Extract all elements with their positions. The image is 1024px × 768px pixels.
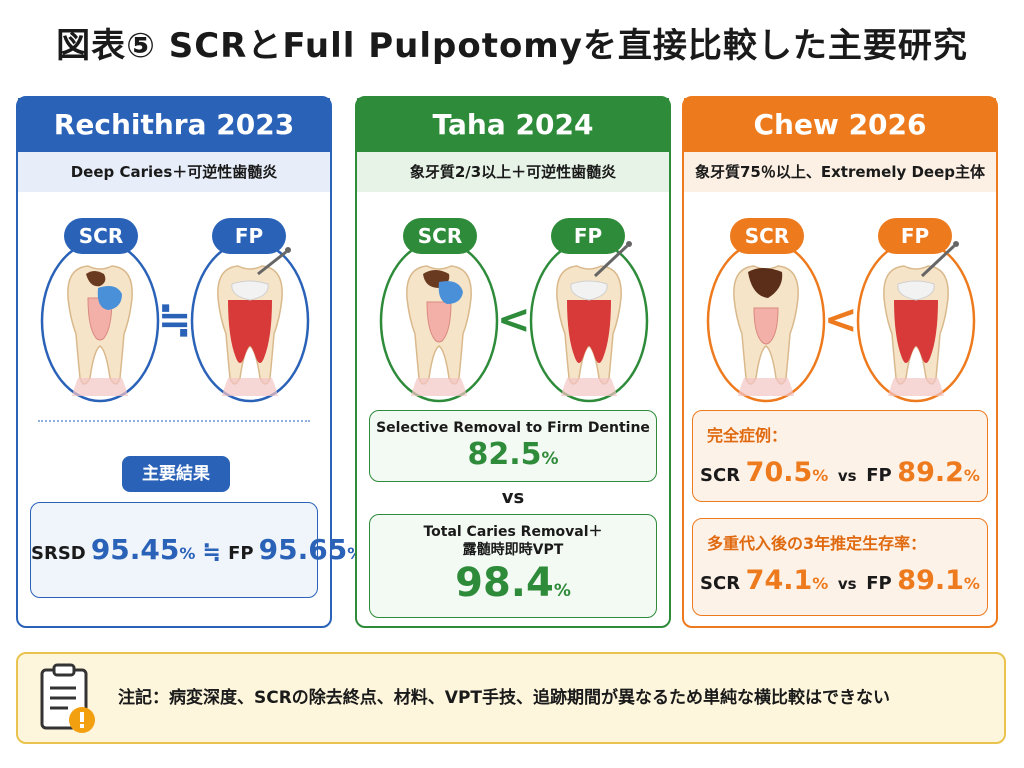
vs-label: vs: [501, 487, 525, 508]
complete-case-label: 完全症例：: [707, 426, 788, 445]
scr-value: 70.5: [745, 457, 813, 488]
comparison-symbol: <: [497, 297, 531, 343]
fp-label: FP: [866, 465, 892, 486]
study-header: Taha 2024: [357, 98, 669, 152]
divider: [38, 420, 310, 422]
tooth-comparison: SCR FP <: [684, 218, 996, 408]
page-title: 図表⑤ SCRとFull Pulpotomyを直接比較した主要研究: [56, 26, 968, 66]
study-header: Chew 2026: [684, 98, 996, 152]
result-box: SRSD 95.45% ≒ FP 95.65%: [30, 502, 363, 598]
imputation-box: 多重代入後の3年推定生存率： SCR 74.1% vs FP 89.1%: [692, 518, 988, 616]
study-header: Rechithra 2023: [18, 98, 330, 152]
fp-label: FP: [551, 218, 625, 254]
study-condition: 象牙質2/3以上＋可逆性歯髄炎: [357, 152, 669, 192]
note-text: 注記：病変深度、SCRの除去終点、材料、VPT手技、追跡期間が異なるため単純な横…: [118, 688, 891, 708]
study-condition: 象牙質75％以上、Extremely Deep主体: [684, 152, 996, 192]
tooth-comparison: SCR FP <: [357, 218, 669, 408]
percent-sign: %: [812, 466, 829, 485]
comparison-symbol: <: [824, 297, 858, 343]
study-condition: Deep Caries＋可逆性歯髄炎: [18, 152, 330, 192]
percent-sign: %: [541, 449, 559, 469]
scr-value-number: 82.5: [467, 437, 542, 472]
scr-label: SCR: [730, 218, 804, 254]
tooth-scr-icon: [704, 238, 828, 404]
fp-method-label-1: Total Caries Removal＋: [423, 524, 603, 540]
fp-label: FP: [212, 218, 286, 254]
note-box: 注記：病変深度、SCRの除去終点、材料、VPT手技、追跡期間が異なるため単純な横…: [16, 652, 1006, 744]
fp-label: FP: [866, 573, 892, 594]
fp-label: FP: [228, 543, 254, 564]
fp-value: 89.1: [897, 565, 964, 596]
imputation-label: 多重代入後の3年推定生存率：: [707, 534, 927, 553]
scr-label: SCR: [700, 573, 741, 594]
fp-method-label-2: 露髄時即時VPT: [462, 542, 564, 558]
srsd-value: 95.45: [90, 533, 180, 566]
percent-sign: %: [553, 581, 571, 601]
scr-label: SCR: [403, 218, 477, 254]
complete-case-values: SCR 70.5% vs FP 89.2%: [693, 447, 987, 488]
fp-value: 98.4%: [370, 559, 656, 615]
percent-sign: %: [963, 574, 980, 593]
comparison-symbol: ≒: [158, 297, 192, 343]
scr-label: SCR: [64, 218, 138, 254]
vs-label: vs: [837, 467, 857, 485]
approx-symbol: ≒: [202, 540, 221, 565]
scr-label: SCR: [700, 465, 741, 486]
percent-sign: %: [963, 466, 980, 485]
scr-value: 82.5%: [370, 437, 656, 477]
fp-value: 89.2: [897, 457, 964, 488]
scr-value: 74.1: [745, 565, 813, 596]
tooth-fp-icon: [527, 238, 651, 404]
complete-case-box: 完全症例： SCR 70.5% vs FP 89.2%: [692, 410, 988, 502]
study-card-rechithra: Rechithra 2023 Deep Caries＋可逆性歯髄炎 SCR FP…: [16, 96, 363, 628]
srsd-label: SRSD: [31, 543, 86, 564]
fp-value: 95.65: [258, 533, 348, 566]
tooth-scr-icon: [38, 238, 162, 404]
percent-sign: %: [179, 544, 196, 563]
tooth-fp-icon: [854, 238, 978, 404]
tooth-scr-icon: [377, 238, 501, 404]
key-result-label: 主要結果: [122, 456, 230, 492]
percent-sign: %: [812, 574, 829, 593]
study-card-taha: Taha 2024 象牙質2/3以上＋可逆性歯髄炎 SCR FP < Selec…: [355, 96, 671, 628]
fp-value-number: 98.4: [455, 560, 554, 606]
tooth-comparison: SCR FP ≒: [18, 218, 330, 408]
vs-label: vs: [837, 575, 857, 593]
scr-method-label: Selective Removal to Firm Dentine: [376, 420, 650, 436]
imputation-values: SCR 74.1% vs FP 89.1%: [693, 555, 987, 596]
study-card-chew: Chew 2026 象牙質75％以上、Extremely Deep主体 SCR …: [682, 96, 998, 628]
fp-label: FP: [878, 218, 952, 254]
tooth-fp-icon: [188, 238, 312, 404]
scr-result-box: Selective Removal to Firm Dentine 82.5%: [369, 410, 657, 482]
fp-result-box: Total Caries Removal＋ 露髄時即時VPT 98.4%: [369, 514, 657, 618]
clipboard-warning-icon: [40, 663, 95, 733]
